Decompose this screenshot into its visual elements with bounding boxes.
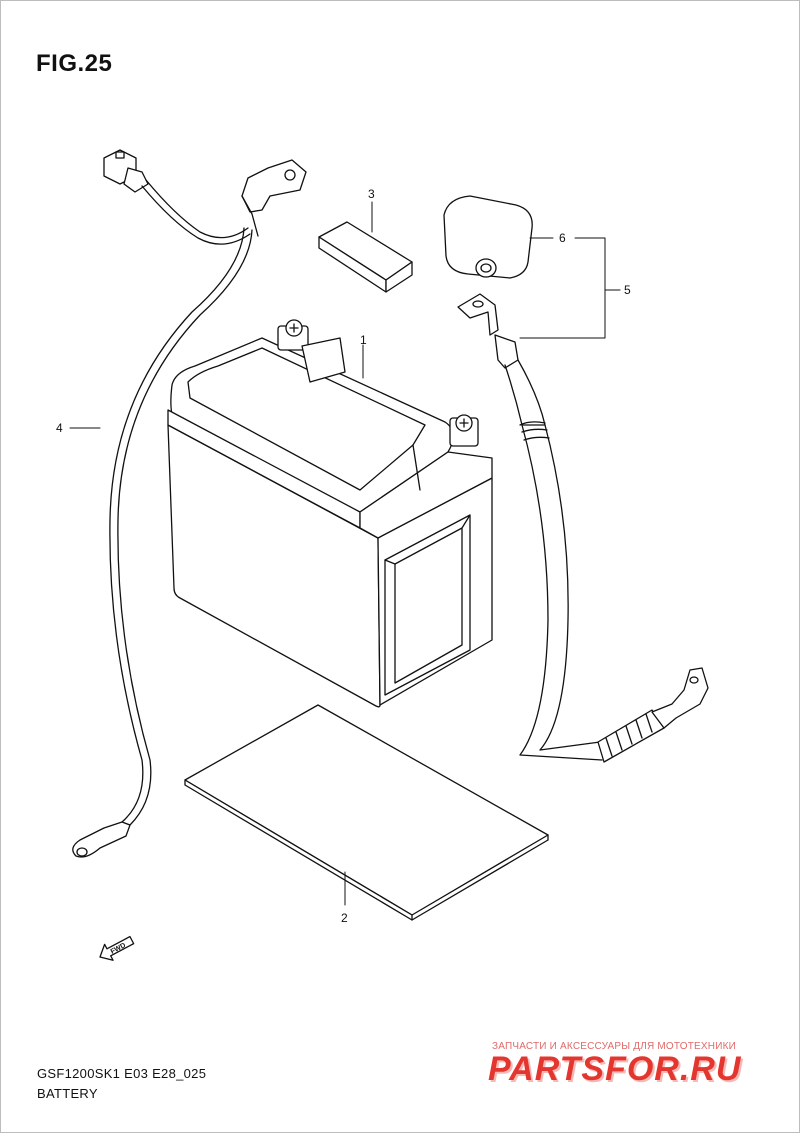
callout-1: 1 (360, 333, 367, 347)
model-code: GSF1200SK1 E03 E28_025 (37, 1066, 207, 1081)
callout-4: 4 (56, 421, 63, 435)
callout-5: 5 (624, 283, 631, 297)
part-3-spacer-block (318, 221, 413, 293)
figure-title: FIG.25 (36, 50, 113, 77)
watermark-logo: PARTSFOR.RU (488, 1050, 742, 1088)
part-6-terminal-cover (443, 195, 533, 279)
section-name: BATTERY (37, 1086, 98, 1101)
callout-numbers: 1 2 3 4 5 6 (56, 187, 631, 925)
part-4-negative-cable (72, 149, 307, 858)
fwd-label: FWD (110, 942, 127, 956)
watermark-tagline: ЗАПЧАСТИ И АКСЕССУАРЫ ДЛЯ МОТОТЕХНИКИ (492, 1041, 737, 1052)
callout-6: 6 (559, 231, 566, 245)
fwd-arrow-icon: FWD (99, 935, 135, 961)
callout-3: 3 (368, 187, 375, 201)
callout-leaders (69, 201, 621, 906)
callout-2: 2 (341, 911, 348, 925)
part-2-tray-pad (184, 704, 549, 921)
part-1-battery (167, 319, 493, 708)
part-5-positive-cable (457, 293, 709, 763)
